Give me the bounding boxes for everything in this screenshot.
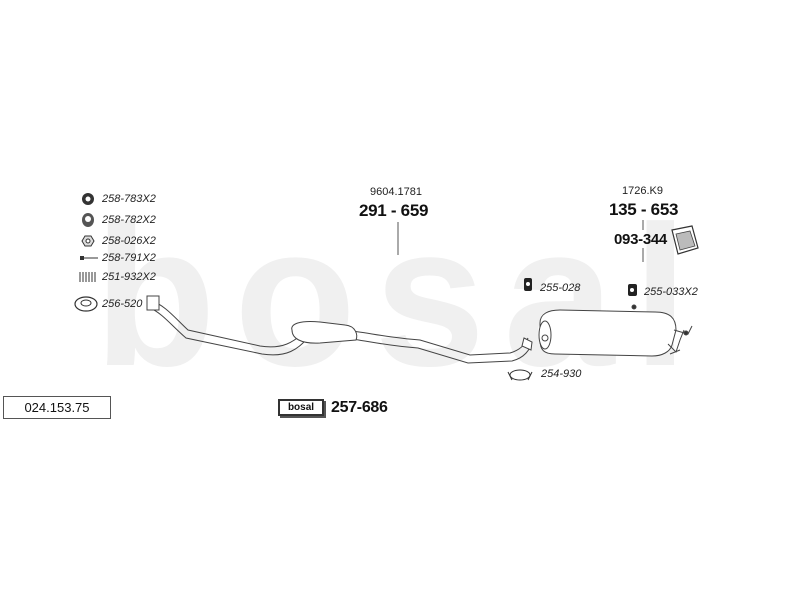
gasket-ring-icon bbox=[74, 296, 98, 312]
front-pipe-part-number: 291 - 659 bbox=[359, 201, 429, 220]
brand-logo: bosal bbox=[278, 399, 324, 416]
rubber-mount-icon bbox=[82, 213, 94, 227]
reference-number-box: 024.153.75 bbox=[3, 396, 111, 419]
legend-code-2: 258-782X2 bbox=[102, 214, 156, 226]
front-pipe-drawing bbox=[146, 295, 533, 364]
heat-shield-part-number: 093-344 bbox=[614, 231, 667, 248]
bolt-icon bbox=[80, 256, 98, 260]
rear-silencer-ref: 1726.K9 bbox=[622, 185, 663, 197]
legend-code-1: 258-783X2 bbox=[102, 193, 156, 205]
legend-code-3: 258-026X2 bbox=[102, 235, 156, 247]
legend-code-4: 258-791X2 bbox=[102, 252, 156, 264]
clamp-drawing bbox=[507, 369, 533, 381]
kit-number: 257-686 bbox=[331, 399, 388, 416]
heat-shield-drawing bbox=[671, 225, 699, 255]
rear-silencer-drawing bbox=[538, 304, 693, 357]
hanger-rear-drawing bbox=[628, 284, 637, 296]
watermark-text: bosal bbox=[94, 185, 706, 408]
clamp-code: 254-930 bbox=[541, 368, 582, 380]
reference-number: 024.153.75 bbox=[24, 400, 90, 415]
rubber-ring-icon bbox=[82, 193, 94, 205]
hanger-rear-code: 255-033X2 bbox=[644, 286, 698, 298]
legend-code-6: 256-520 bbox=[102, 298, 143, 310]
rear-silencer-part-number: 135 - 653 bbox=[609, 200, 679, 219]
hanger-front-code: 255-028 bbox=[540, 282, 581, 294]
hex-nut-icon bbox=[81, 235, 95, 247]
hanger-front-drawing bbox=[524, 278, 532, 291]
front-pipe-ref: 9604.1781 bbox=[370, 186, 422, 198]
spring-icon bbox=[79, 272, 96, 282]
brand-logo-text: bosal bbox=[287, 402, 315, 413]
legend-code-5: 251-932X2 bbox=[102, 271, 156, 283]
